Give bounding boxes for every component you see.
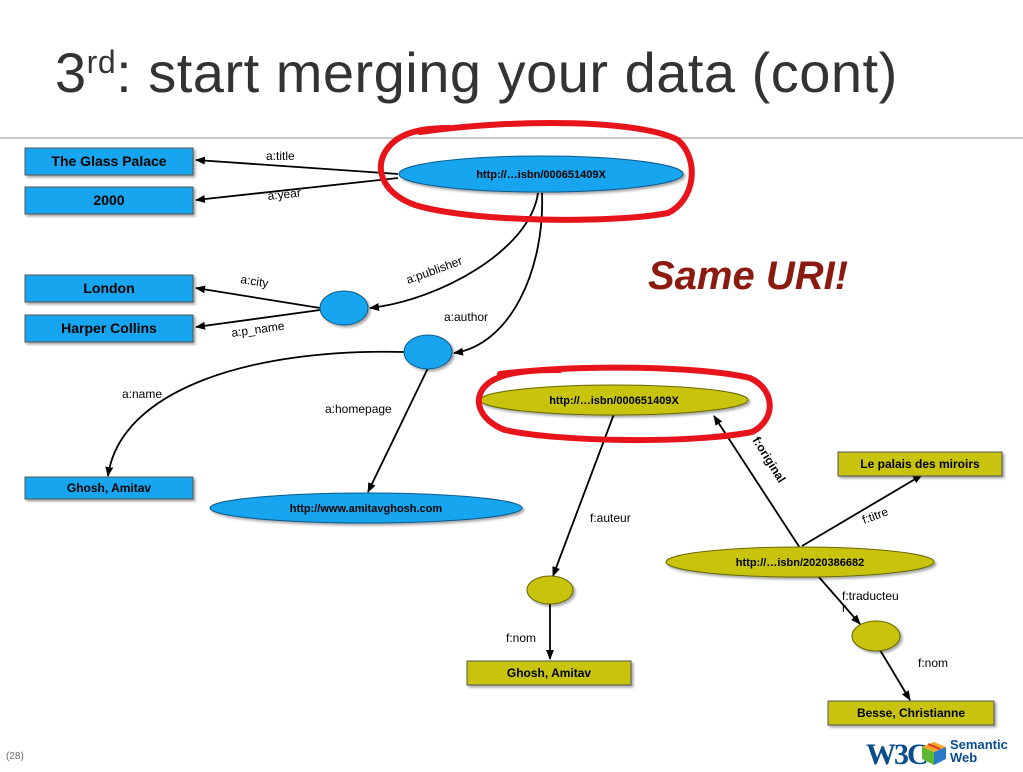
graph-a-edge-labels: a:title a:year a:publisher a:city a:p_na… [122, 149, 488, 416]
label-f-nom-author: f:nom [506, 631, 536, 645]
logo-w3c-text: W3C [866, 738, 929, 771]
literal-title: The Glass Palace [24, 147, 194, 176]
same-uri-callout: Same URI! [648, 254, 849, 298]
highlight-ring-f [476, 364, 773, 444]
literal-publisher-name-text: Harper Collins [61, 320, 157, 336]
label-f-original: f:original [749, 434, 788, 485]
graph-a-nodes: http://…isbn/000651409X http://www.amita… [24, 147, 684, 524]
label-f-auteur: f:auteur [590, 511, 631, 525]
label-a-name: a:name [122, 387, 162, 401]
literal-titre: Le palais des miroirs [837, 451, 1003, 477]
edge-a-p-name [195, 309, 321, 330]
literal-author-name-f-text: Ghosh, Amitav [507, 666, 592, 680]
label-f-titre: f:titre [860, 504, 890, 526]
literal-year-text: 2000 [93, 192, 124, 208]
label-a-author: a:author [444, 310, 488, 324]
edge-a-year [195, 177, 399, 204]
title-prefix: 3 [55, 41, 87, 104]
edge-f-traducteur [817, 575, 861, 625]
translation-node-label: http://…isbn/2020386682 [736, 557, 864, 569]
label-f-nom-translator: f:nom [918, 656, 948, 670]
publisher-blank-node [319, 290, 369, 326]
author-blank-node [403, 334, 453, 370]
edge-f-nom-translator [879, 649, 911, 701]
edge-f-titre [801, 474, 923, 547]
literal-translator-name-text: Besse, Christianne [857, 706, 965, 720]
author-blank-node-f [526, 575, 574, 605]
translation-node [665, 546, 935, 578]
translator-blank-node [851, 620, 901, 652]
label-a-city: a:city [240, 272, 270, 290]
edge-a-title [195, 156, 399, 175]
label-f-traducteur-line2: r [842, 601, 846, 615]
label-a-title: a:title [266, 149, 295, 163]
graph-a-edges [105, 156, 543, 493]
slide-title: 3rd: start merging your data (cont) [55, 40, 898, 105]
uri-node-a-label: http://…isbn/000651409X [476, 169, 606, 181]
highlight-rings [377, 119, 773, 444]
logo-semantic-web-text: Semantic Web [950, 738, 1008, 764]
edge-a-name [105, 350, 405, 477]
graph-f-nodes: http://…isbn/000651409X http://…isbn/202… [466, 384, 1003, 726]
uri-node-a [398, 155, 684, 193]
literal-city: London [24, 274, 194, 303]
literal-publisher-name: Harper Collins [24, 314, 194, 343]
literal-city-text: London [83, 280, 134, 296]
w3c-semantic-web-logo: W3C Semantic Web [866, 738, 1023, 771]
homepage-node-label: http://www.amitavghosh.com [290, 503, 443, 515]
literal-translator-name: Besse, Christianne [827, 700, 995, 726]
edge-a-publisher [369, 192, 539, 311]
semantic-web-cube-icon [922, 742, 946, 765]
label-a-homepage: a:homepage [325, 402, 392, 416]
label-f-traducteur-line1: f:traducteu [842, 589, 899, 603]
page-number: (28) [6, 751, 24, 762]
literal-year: 2000 [24, 186, 194, 215]
title-rest: : start merging your data (cont) [116, 41, 898, 104]
label-a-year: a:year [267, 186, 302, 203]
literal-author-name-a: Ghosh, Amitav [24, 476, 194, 500]
highlight-ring-a [377, 119, 695, 223]
literal-title-text: The Glass Palace [51, 153, 166, 169]
literal-author-name-a-text: Ghosh, Amitav [67, 481, 152, 495]
title-divider [0, 137, 1023, 139]
edge-a-homepage [367, 367, 429, 493]
literal-titre-text: Le palais des miroirs [860, 457, 980, 471]
uri-node-f-label: http://…isbn/000651409X [549, 395, 679, 407]
literal-author-name-f: Ghosh, Amitav [466, 660, 632, 686]
edge-a-city [195, 285, 321, 309]
logo-line-semantic: Semantic [950, 737, 1008, 752]
title-superscript: rd [86, 44, 117, 80]
homepage-node [209, 492, 523, 524]
logo-line-web: Web [950, 750, 978, 765]
